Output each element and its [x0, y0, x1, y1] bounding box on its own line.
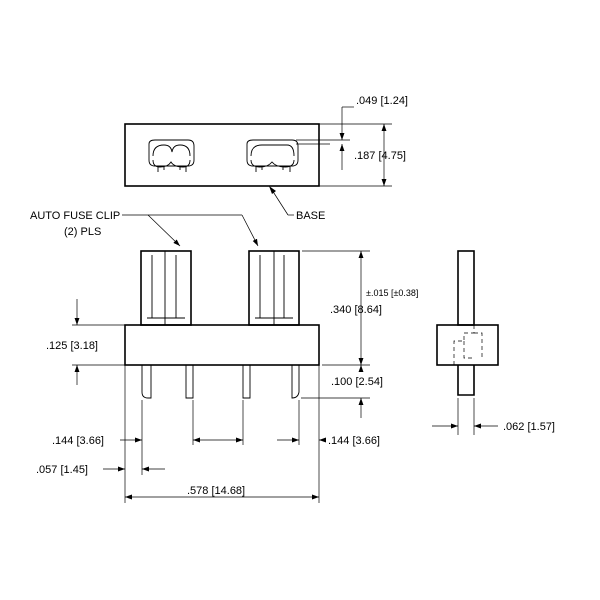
side-view-base [436, 324, 499, 366]
side-view-clip [457, 250, 475, 326]
top-view: .049 [1.24] .187 [4.75] BASE [124, 95, 408, 222]
label-base: BASE [296, 210, 325, 222]
top-view-clip-left [148, 139, 195, 172]
front-view-clip-right [248, 250, 300, 326]
dim-clip-height: .187 [4.75] [354, 150, 406, 162]
label-auto-fuse-clip: AUTO FUSE CLIP [30, 210, 120, 222]
dim-overall-length: .578 [14.68] [187, 485, 245, 497]
dim-pin-length: .100 [2.54] [331, 376, 383, 388]
dim-clip-overall-height: .340 [8.64] [330, 304, 382, 316]
front-view-base [124, 324, 320, 366]
dim-pin-width: .062 [1.57] [503, 421, 555, 433]
dim-tolerance: ±.015 [±0.38] [366, 288, 418, 298]
side-view-pin [457, 365, 475, 396]
dim-pin-offset: .057 [1.45] [36, 464, 88, 476]
front-view-clip-left [140, 250, 192, 326]
dim-clip-thickness: .049 [1.24] [356, 95, 408, 107]
top-view-base-outline [124, 123, 320, 187]
dim-base-height: .125 [3.18] [46, 340, 98, 352]
front-view-pins [141, 365, 300, 399]
dim-pin-pitch-left: .144 [3.66] [52, 435, 104, 447]
top-view-clip-right [246, 139, 299, 172]
dim-pin-pitch-right: .144 [3.66] [328, 435, 380, 447]
front-view: AUTO FUSE CLIP (2) PLS ±.015 [±0.38] .34… [30, 210, 418, 503]
side-view: .062 [1.57] [432, 250, 555, 435]
label-auto-fuse-clip-qty: (2) PLS [64, 226, 101, 238]
